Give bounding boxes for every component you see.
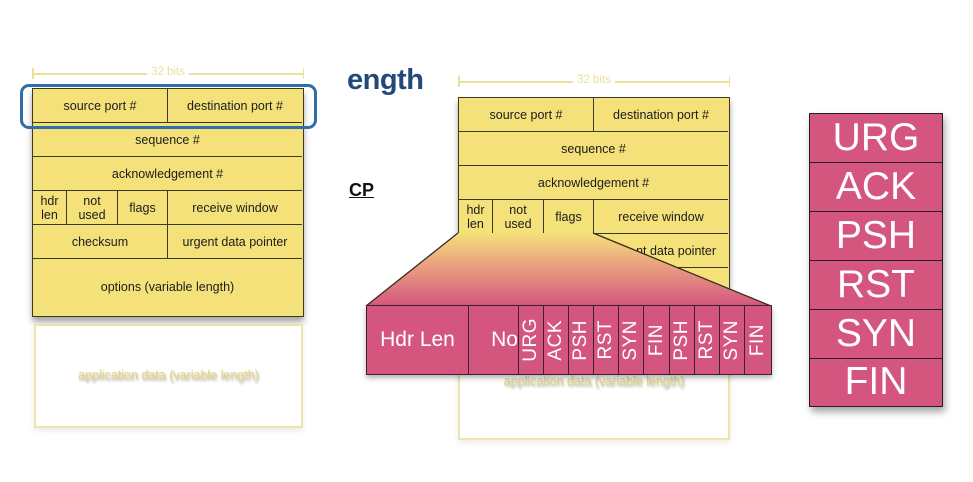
- strip-flag-rst-2: RST: [695, 306, 720, 374]
- strip-flag-syn: SYN: [619, 306, 644, 374]
- strip-flag-ack: ACK: [544, 306, 569, 374]
- field-checksum: checksum: [33, 225, 168, 259]
- strip-flag-rst: RST: [594, 306, 619, 374]
- strip-flag-syn-2: SYN: [720, 306, 745, 374]
- field-destination-port: destination port #: [168, 89, 302, 123]
- flag-urg: URG: [810, 114, 942, 163]
- field-source-port: source port #: [459, 98, 594, 132]
- funnel-edge-right: [592, 232, 772, 307]
- middle-application-data-label: application data (variable length): [503, 374, 685, 388]
- flag-column: URG ACK PSH RST SYN FIN: [809, 113, 943, 407]
- port-fields-highlight: [20, 84, 317, 129]
- flag-rst: RST: [810, 261, 942, 310]
- middle-bits-ruler: 32 bits: [458, 74, 730, 88]
- ruler-end-right: [728, 76, 730, 87]
- field-options: options (variable length): [100, 280, 235, 294]
- slide-title-fragment: ength: [347, 64, 424, 96]
- field-source-port: source port #: [33, 89, 168, 123]
- field-flags: flags: [118, 191, 168, 225]
- field-acknowledgement: acknowledgement #: [459, 166, 728, 200]
- field-hdr-len: hdr len: [459, 200, 493, 234]
- strip-flag-psh-2: PSH: [670, 306, 695, 374]
- strip-flag-urg: URG: [519, 306, 544, 374]
- field-sequence: sequence #: [33, 123, 302, 157]
- middle-application-data-box: application data (variable length): [458, 370, 730, 440]
- field-destination-port: destination port #: [594, 98, 728, 132]
- field-acknowledgement: acknowledgement #: [33, 157, 302, 191]
- flag-psh: PSH: [810, 212, 942, 261]
- ruler-label: 32 bits: [32, 66, 304, 78]
- expanded-flags-strip: Hdr Len No URG ACK PSH RST SYN FIN PSH R…: [366, 305, 772, 375]
- strip-not-used-partial: No: [469, 306, 519, 374]
- funnel-shape: [366, 233, 771, 306]
- flag-syn: SYN: [810, 310, 942, 359]
- field-hdr-len: hdr len: [33, 191, 67, 225]
- ruler-label: 32 bits: [458, 74, 730, 86]
- strip-flag-fin: FIN: [644, 306, 670, 374]
- ruler-end-right: [302, 68, 304, 79]
- strip-hdr-len: Hdr Len: [367, 306, 469, 374]
- field-sequence: sequence #: [459, 132, 728, 166]
- left-bits-ruler: 32 bits: [32, 66, 304, 80]
- strip-flag-fin-2: FIN: [746, 323, 768, 357]
- field-urgent-pointer: urgent data pointer: [168, 225, 302, 259]
- flag-fin: FIN: [844, 360, 908, 403]
- field-not-used: not used: [67, 191, 118, 225]
- left-application-data-label: application data (variable length): [78, 368, 259, 382]
- slide-subtitle-fragment: CP: [349, 180, 375, 200]
- field-receive-window: receive window: [594, 200, 728, 234]
- left-application-data-box: application data (variable length): [34, 324, 303, 428]
- funnel-edge-left: [365, 232, 459, 307]
- strip-flag-psh: PSH: [569, 306, 594, 374]
- flag-ack: ACK: [810, 163, 942, 212]
- field-receive-window: receive window: [168, 191, 302, 225]
